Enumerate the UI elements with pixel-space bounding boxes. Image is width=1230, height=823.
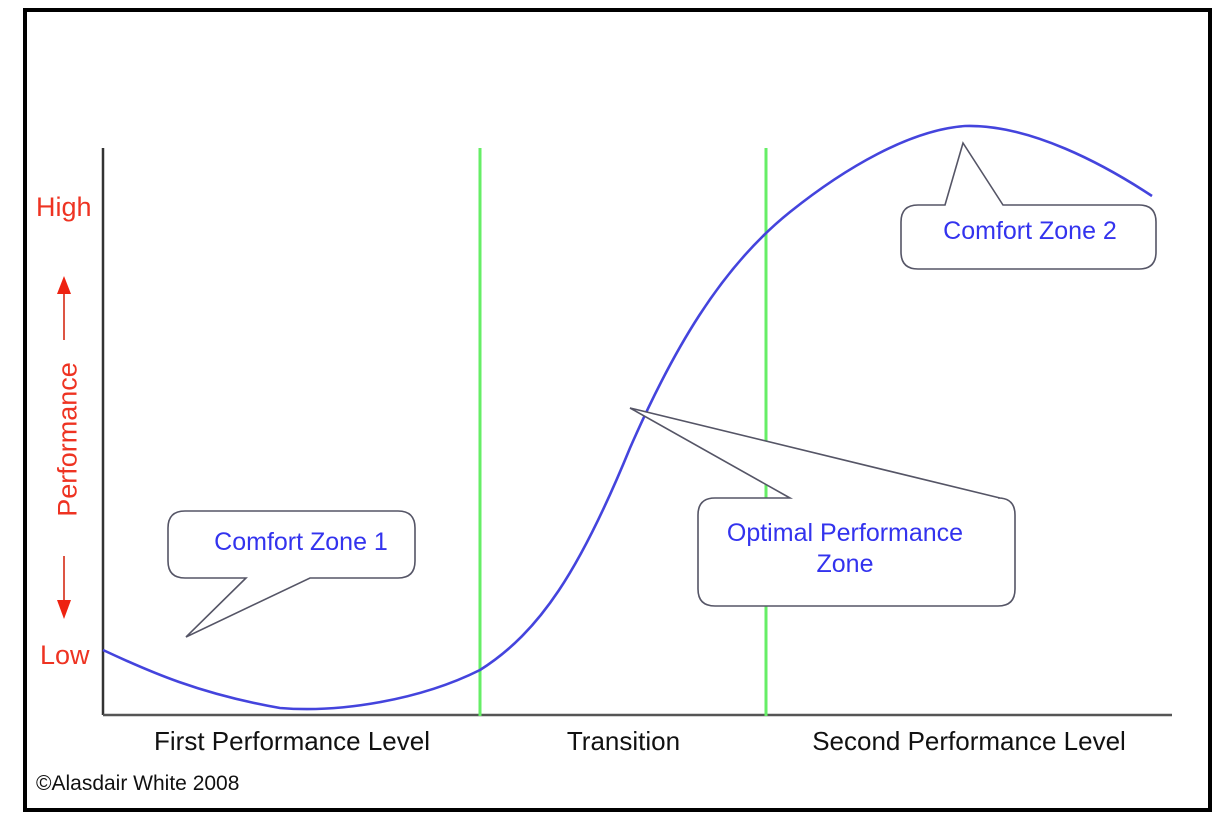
callout-optimal-performance-zone-label: Optimal Performance Zone	[726, 519, 964, 578]
copyright-notice: ©Alasdair White 2008	[36, 772, 240, 795]
callout-comfort-zone-1[interactable]	[167, 510, 416, 638]
callout-comfort-zone-2-label: Comfort Zone 2	[943, 217, 1117, 245]
callout-optimal-performance-zone[interactable]	[629, 407, 1016, 607]
outer-border	[23, 8, 1212, 812]
arrow-down-icon	[57, 556, 71, 619]
x-axis-label-transition: Transition	[566, 726, 681, 756]
callout-comfort-zone-1-shape	[167, 510, 416, 638]
y-axis-title: Performance	[52, 362, 83, 517]
arrow-up-icon	[57, 276, 71, 340]
performance-curve	[102, 124, 1153, 711]
y-axis-low-label: Low	[40, 640, 90, 670]
callout-comfort-zone-2[interactable]	[900, 141, 1157, 270]
callout-optimal-performance-zone-shape	[629, 407, 1016, 607]
callout-comfort-zone-2-shape	[900, 141, 1157, 270]
x-axis-label-first-performance-level: First Performance Level	[154, 726, 430, 756]
y-axis-high-label: High	[36, 192, 92, 222]
x-axis-label-second-performance-level: Second Performance Level	[812, 726, 1126, 756]
callout-comfort-zone-1-label: Comfort Zone 1	[214, 528, 388, 556]
